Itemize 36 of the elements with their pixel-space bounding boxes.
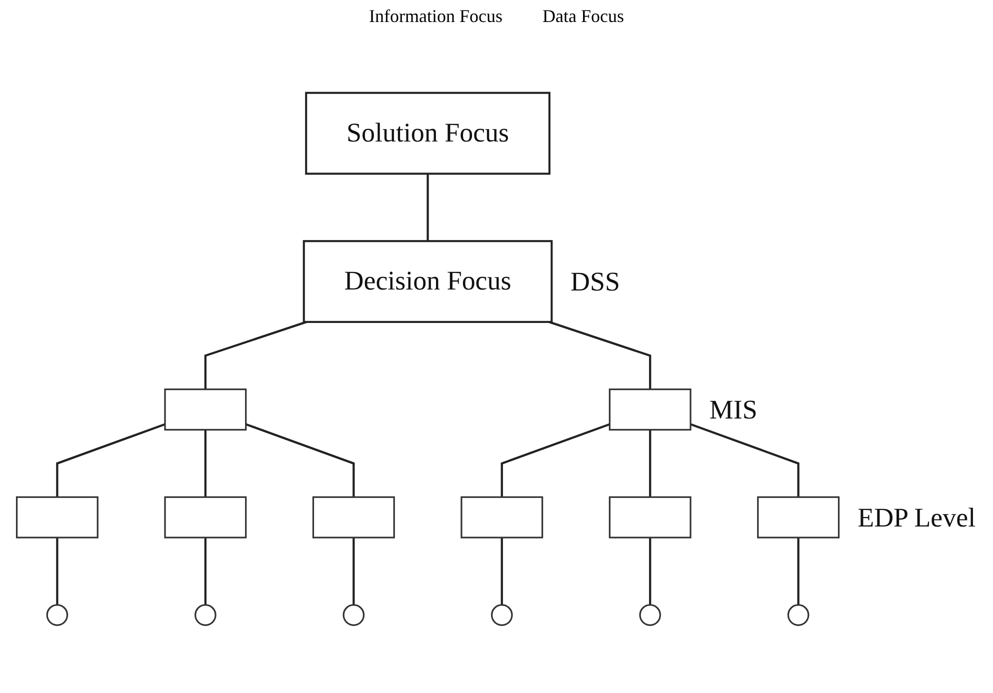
connector	[204, 430, 206, 498]
node-box: Solution Focus	[305, 92, 550, 175]
connector	[56, 423, 166, 498]
node-box	[608, 388, 692, 431]
level-label: DSS	[570, 266, 620, 297]
connector	[204, 320, 307, 390]
connector	[56, 538, 58, 605]
node-box	[757, 496, 840, 538]
level-label: MIS	[709, 394, 758, 425]
node-circle	[46, 604, 68, 626]
connector	[649, 538, 652, 605]
level-label: EDP Level	[858, 502, 976, 532]
node-box	[164, 388, 247, 431]
connector	[649, 430, 652, 498]
connector	[500, 538, 503, 605]
connector	[690, 423, 800, 498]
node-box	[16, 496, 98, 538]
node-circle	[490, 604, 513, 626]
node-circle	[342, 604, 365, 626]
connector	[500, 423, 610, 498]
node-box	[608, 496, 692, 538]
node-box: Decision Focus	[302, 240, 553, 323]
connector	[204, 538, 206, 605]
node-box	[460, 496, 544, 538]
connector	[797, 538, 800, 605]
node-circle	[194, 604, 216, 626]
connector	[245, 423, 355, 498]
node-box	[164, 496, 247, 538]
connector	[426, 174, 429, 242]
node-circle	[787, 604, 810, 626]
connector	[548, 320, 652, 390]
connector	[352, 538, 355, 605]
node-box	[312, 496, 395, 538]
level-label: Data Focus	[542, 6, 624, 27]
node-circle	[639, 604, 662, 626]
level-label: Information Focus	[369, 6, 502, 27]
